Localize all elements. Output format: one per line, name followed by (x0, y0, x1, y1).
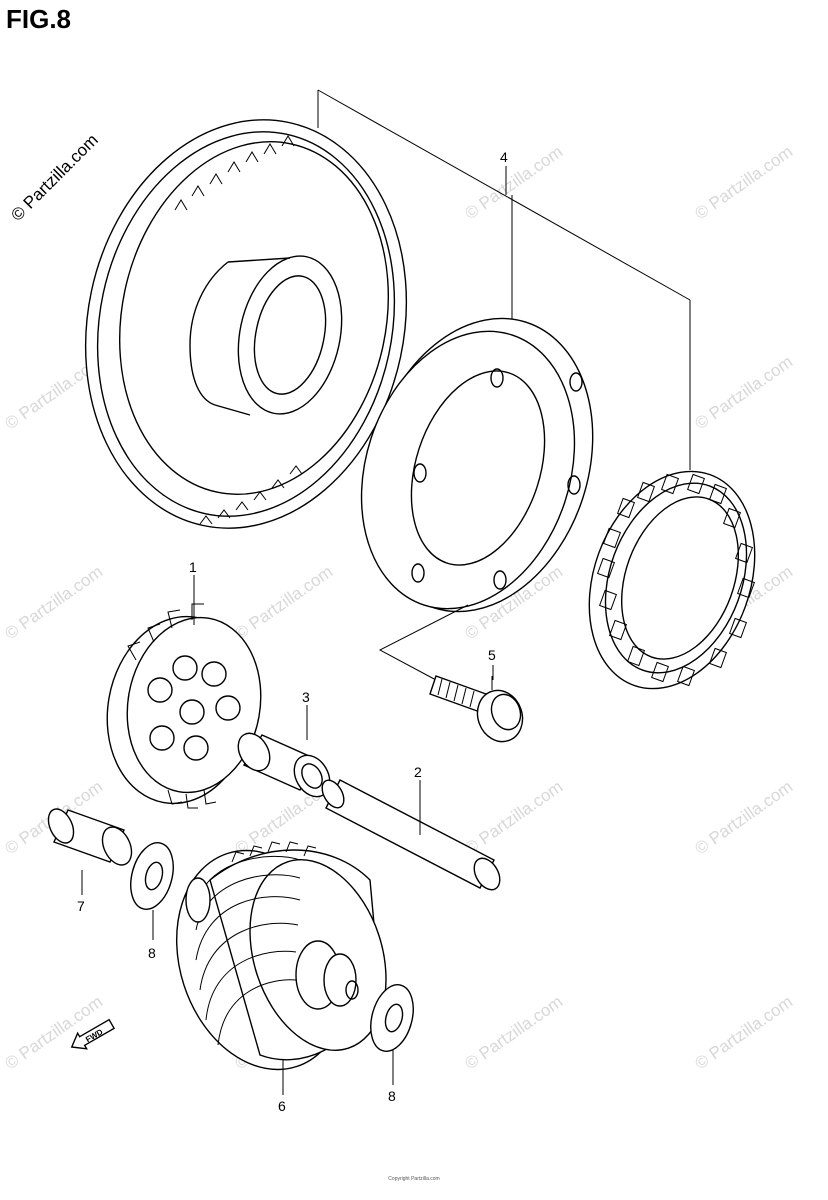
one-way-clutch-cage (588, 470, 756, 690)
bush-7 (47, 808, 133, 866)
leader-bracket-4 (317, 89, 691, 470)
watermark-tile: © Partzilla.com (691, 352, 796, 433)
watermark-tile: © Partzilla.com (231, 562, 336, 643)
shaft-2 (321, 779, 501, 891)
callout-7: 7 (77, 898, 85, 914)
callout-1: 1 (189, 559, 197, 575)
idle-gear-1 (106, 603, 262, 809)
callout-6: 6 (278, 1098, 286, 1114)
callout-5: 5 (488, 647, 496, 663)
callout-8-lower: 8 (388, 1088, 396, 1104)
watermark-tile: © Partzilla.com (461, 777, 566, 858)
fwd-arrow: FWD (70, 1018, 116, 1050)
starter-driven-gear (84, 119, 408, 529)
footer-copyright: Copyright Partzilla.com (388, 1176, 440, 1182)
callout-2: 2 (414, 764, 422, 780)
watermark-tile: © Partzilla.com (461, 992, 566, 1073)
watermark-tile: © Partzilla.com (461, 142, 566, 223)
clutch-housing-4 (360, 317, 594, 613)
bush-3 (237, 732, 331, 798)
callout-8-upper: 8 (148, 945, 156, 961)
washer-8-upper (130, 842, 174, 910)
starter-clutch-6 (175, 841, 387, 1071)
watermark-tile: © Partzilla.com (691, 777, 796, 858)
watermark-tile: © Partzilla.com (1, 562, 106, 643)
callout-leaders (81, 575, 494, 1095)
callout-3: 3 (302, 689, 310, 705)
watermark-tile: © Partzilla.com (691, 142, 796, 223)
bolt-5 (378, 604, 524, 743)
figure-title: FIG.8 (6, 4, 72, 34)
washer-8-lower (370, 984, 414, 1052)
callout-4: 4 (500, 149, 508, 165)
watermark-tile: © Partzilla.com (691, 992, 796, 1073)
watermark-corner: © Partzilla.com (7, 130, 101, 224)
